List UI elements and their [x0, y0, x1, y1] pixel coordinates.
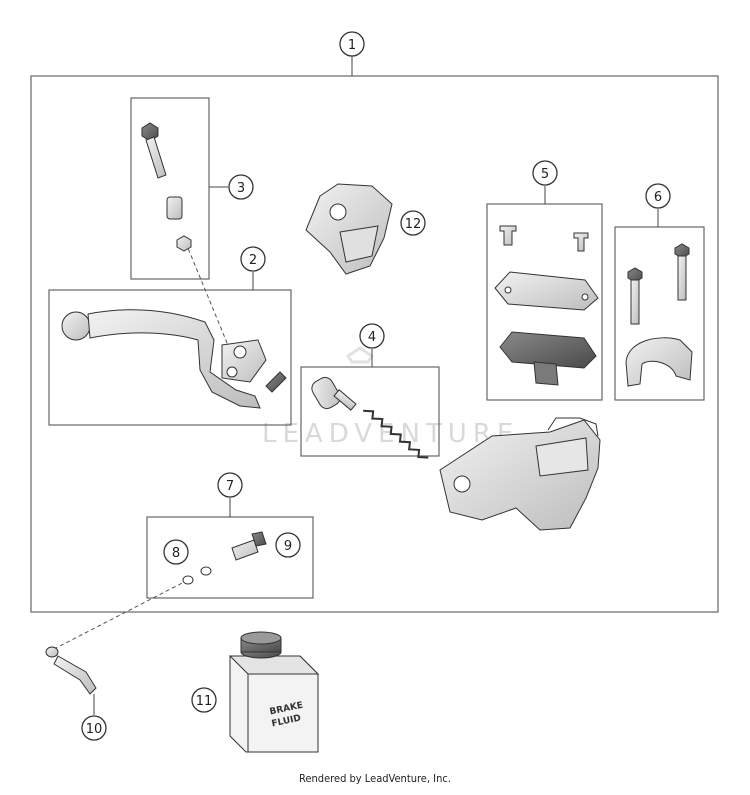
callout-8[interactable]: 8 [163, 539, 189, 565]
lever-guard-part [305, 183, 393, 275]
callout-6[interactable]: 6 [645, 183, 671, 209]
callout-5-label: 5 [541, 167, 549, 182]
callout-6-label: 6 [654, 190, 662, 205]
callout-10-label: 10 [86, 722, 103, 737]
banjo-bolt-part [231, 531, 267, 561]
callout-layer: 1 2 3 4 5 6 7 8 [81, 31, 671, 741]
watermark: LEADVENTURE [262, 346, 519, 449]
piston-kit-part [311, 376, 429, 459]
callout-10[interactable]: 10 [81, 715, 107, 741]
callout-4-label: 4 [368, 330, 376, 345]
callout-7-label: 7 [226, 479, 234, 494]
callout-9-label: 9 [284, 539, 292, 554]
footer-credit: Rendered by LeadVenture, Inc. [299, 772, 451, 785]
callout-3-label: 3 [237, 181, 245, 196]
callout-8-label: 8 [172, 546, 180, 561]
watermark-text: LEADVENTURE [262, 419, 519, 449]
clamp-kit-part [625, 243, 693, 387]
sealing-washers-part [182, 566, 212, 585]
kit-box-3 [130, 97, 210, 280]
reservoir-cover-kit-part [494, 225, 599, 386]
brake-fluid-can-part: BRAKE FLUID [228, 631, 320, 753]
callout-9[interactable]: 9 [275, 532, 301, 558]
callout-11[interactable]: 11 [191, 687, 217, 713]
callout-5[interactable]: 5 [532, 160, 558, 186]
callout-1[interactable]: 1 [339, 31, 365, 57]
dashed-axis-3 [182, 235, 233, 356]
master-cylinder-body-part [439, 417, 601, 531]
assembly-box-1 [30, 75, 719, 613]
kit-box-4 [300, 366, 440, 457]
callout-2-label: 2 [249, 253, 257, 268]
callout-3[interactable]: 3 [228, 174, 254, 200]
dashed-axis-10 [55, 579, 189, 649]
kit-box-6 [614, 226, 705, 401]
callout-2[interactable]: 2 [240, 246, 266, 272]
brake-lever-part [61, 309, 287, 409]
callout-7[interactable]: 7 [217, 472, 243, 498]
kit-box-2 [48, 289, 292, 426]
callout-12[interactable]: 12 [400, 210, 426, 236]
brake-line-fitting-part [45, 646, 97, 695]
callout-12-label: 12 [405, 217, 422, 232]
pivot-bolt-kit-part [141, 122, 192, 252]
callout-11-label: 11 [196, 694, 213, 709]
callout-1-label: 1 [348, 38, 356, 53]
callout-4[interactable]: 4 [359, 323, 385, 349]
